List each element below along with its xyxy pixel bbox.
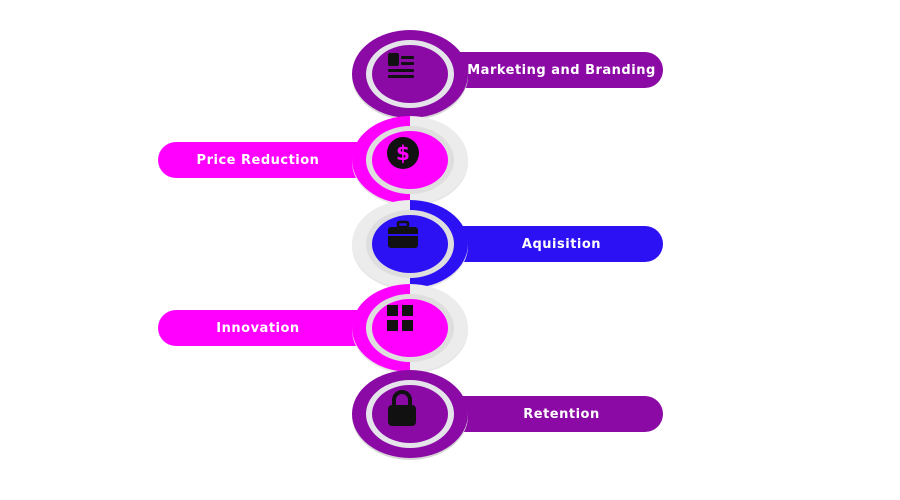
step-node-price-reduction: $: [350, 114, 470, 206]
step-node-marketing-branding: [350, 28, 470, 120]
grid-icon: [386, 304, 434, 352]
step-label-marketing-branding: Marketing and Branding: [430, 52, 663, 88]
step-text: Innovation: [216, 320, 300, 336]
lock-icon: [386, 390, 434, 438]
step-label-retention: Retention: [430, 396, 663, 432]
dollar-icon: $: [386, 136, 434, 184]
step-text: Price Reduction: [196, 152, 320, 168]
svg-text:$: $: [396, 141, 410, 165]
step-label-aquisition: Aquisition: [430, 226, 663, 262]
document-icon: [386, 50, 434, 98]
step-text: Marketing and Branding: [467, 62, 656, 78]
step-node-retention: [350, 368, 470, 460]
step-text: Retention: [523, 406, 600, 422]
step-node-aquisition: [350, 198, 470, 290]
briefcase-icon: [386, 220, 434, 268]
step-node-innovation: [350, 282, 470, 374]
step-text: Aquisition: [521, 236, 602, 252]
